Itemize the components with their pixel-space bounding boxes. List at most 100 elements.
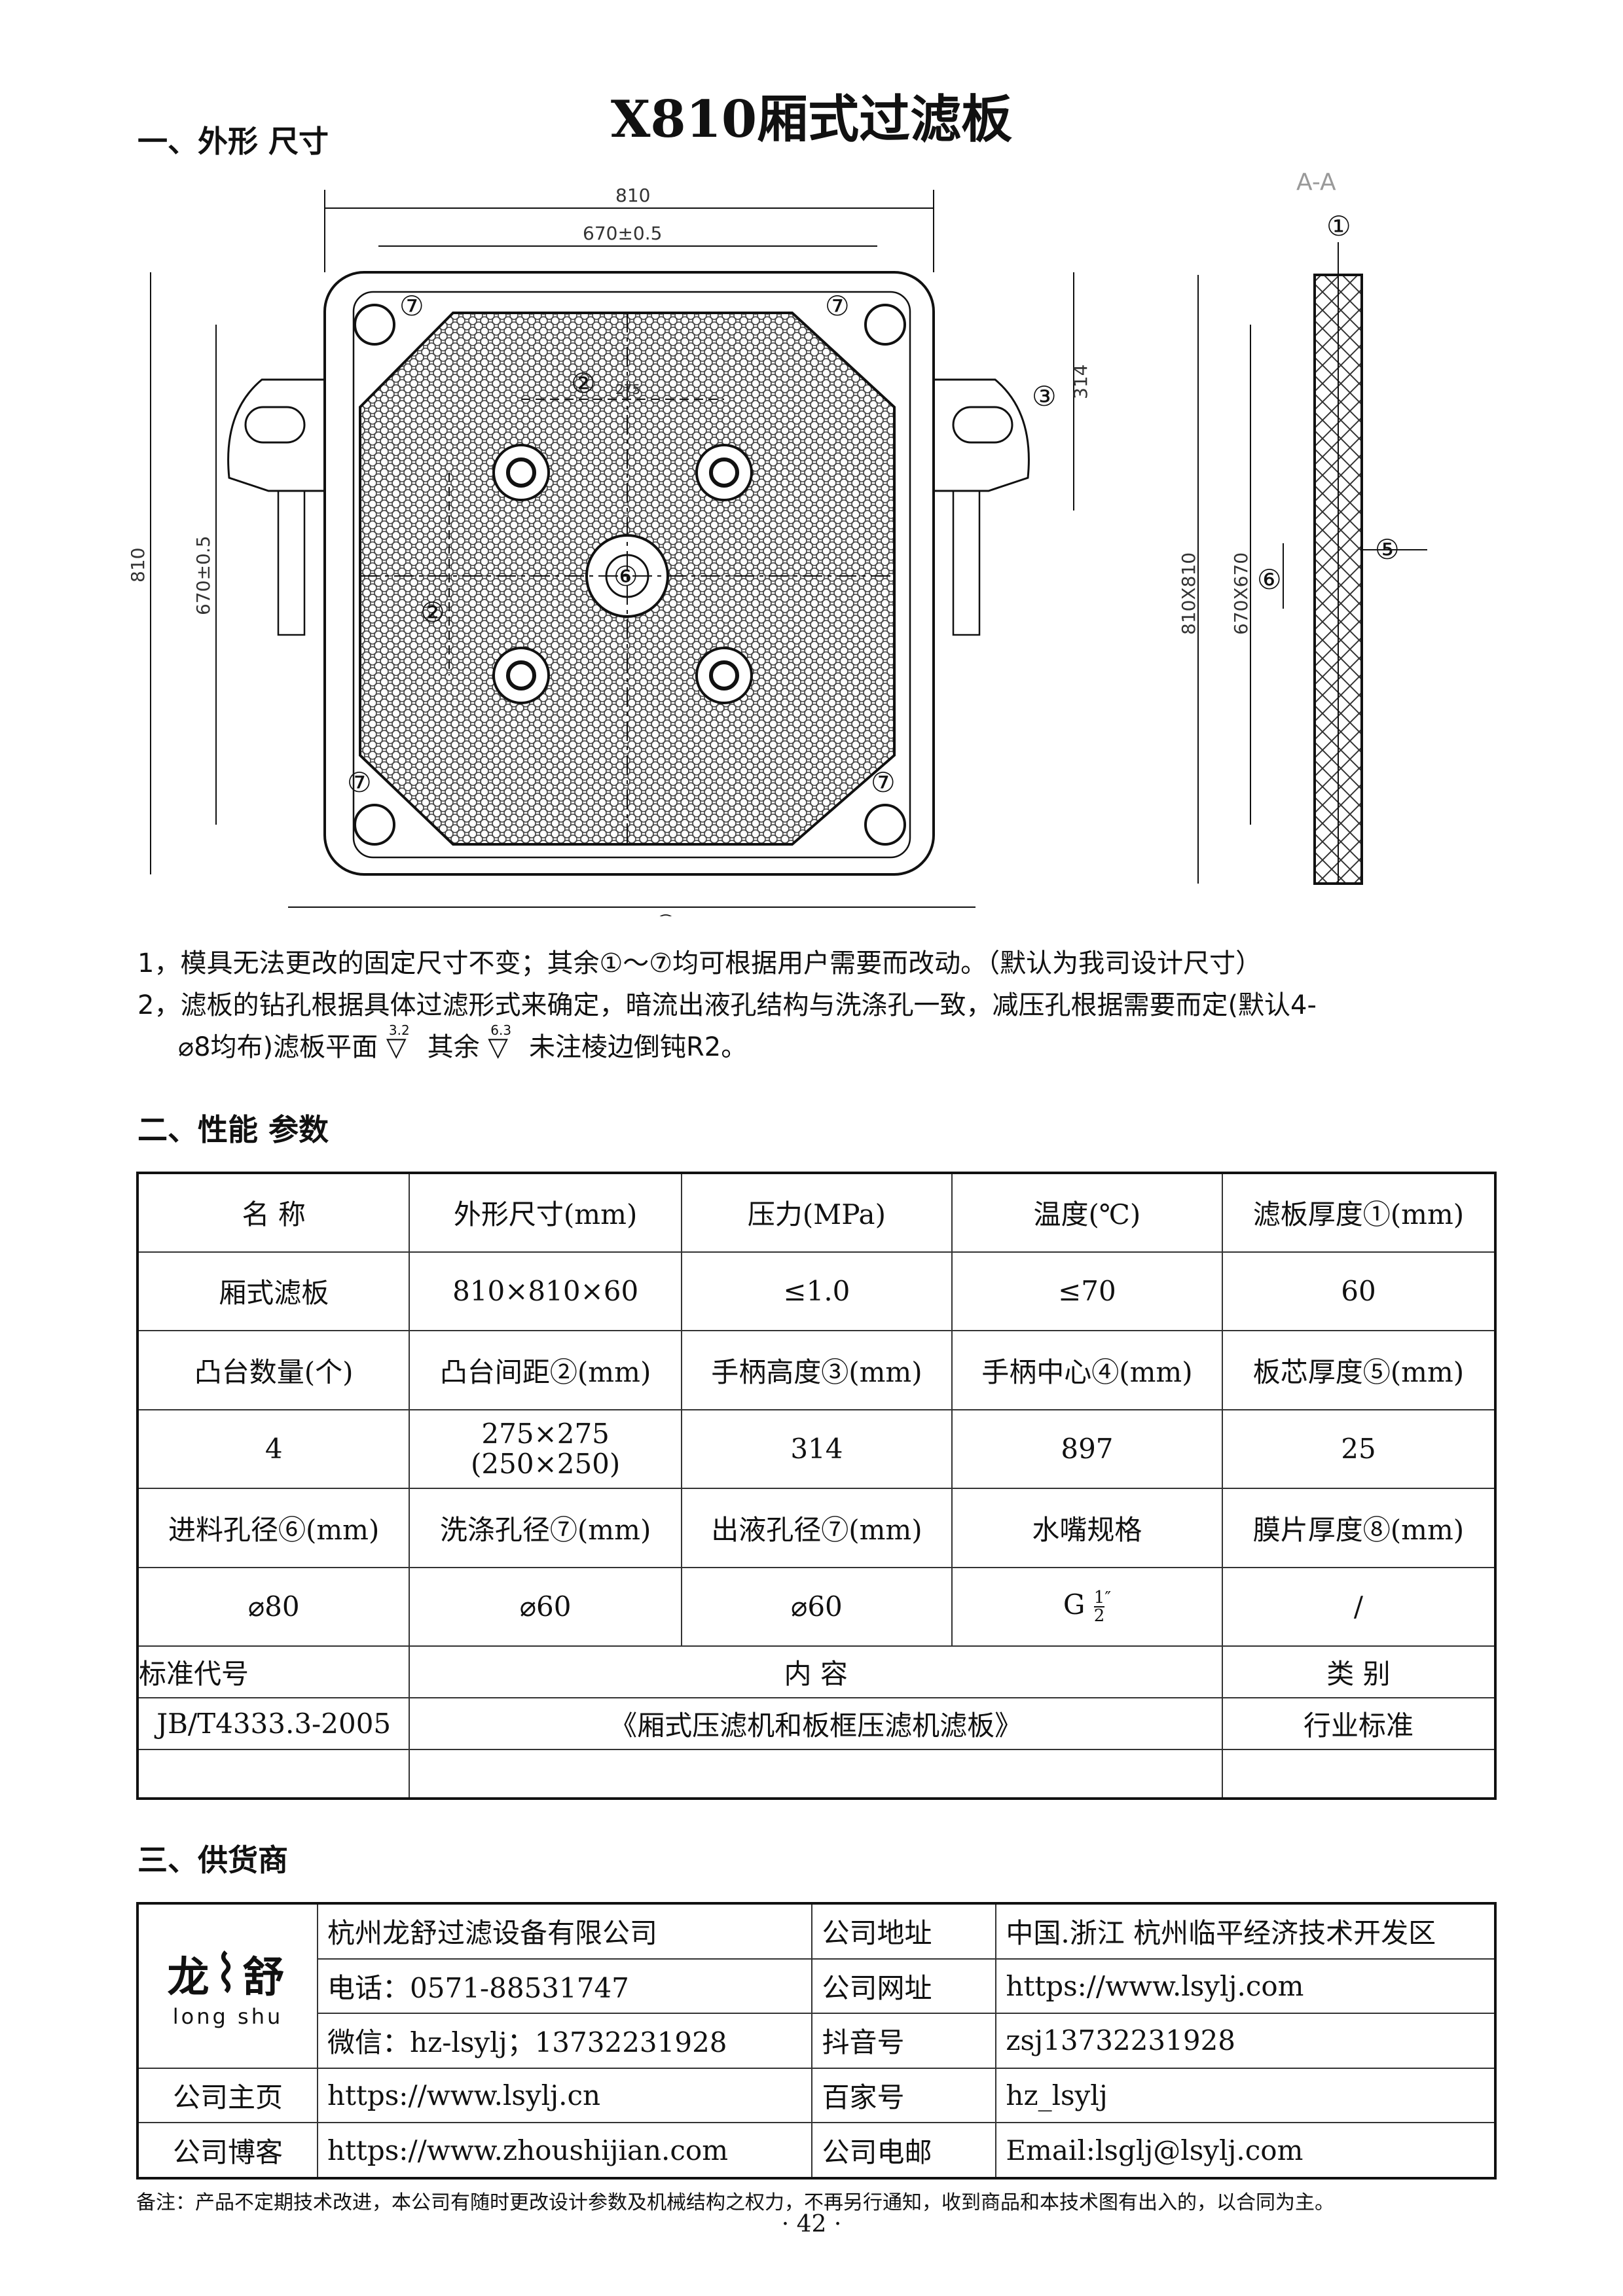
- note-2: 2，滤板的钻孔根据具体过滤形式来确定，暗流出液孔结构与洗涤孔一致，减压孔根据需要…: [137, 990, 1317, 1020]
- table-header-cell: 名 称: [136, 1172, 410, 1253]
- roughness-symbol: 6.3▽: [488, 1022, 512, 1062]
- table-cell: ≤70: [951, 1251, 1223, 1332]
- table-header-cell: 类 别: [1222, 1645, 1495, 1699]
- table-cell: [1222, 1749, 1495, 1799]
- phone-value: 电话：0571-88531747: [317, 1958, 813, 2015]
- table-header-cell: 水嘴规格: [951, 1488, 1223, 1568]
- mark-4: ④: [653, 909, 678, 916]
- table-cell: /: [1221, 1566, 1497, 1647]
- table-row: 厢式滤板 810×810×60 ≤1.0 ≤70 60: [136, 1251, 1497, 1332]
- company-name: 杭州龙舒过滤设备有限公司: [317, 1903, 813, 1960]
- table-header-cell: 外形尺寸(mm): [409, 1172, 682, 1253]
- table-header-cell: 出液孔径⑦(mm): [680, 1488, 953, 1568]
- table-cell: ⌀60: [680, 1566, 953, 1647]
- table-header-cell: 凸台数量(个): [136, 1330, 410, 1410]
- mark-6-side: ⑥: [1257, 564, 1282, 596]
- page-number: · 42 ·: [781, 2211, 842, 2238]
- table-row: ⌀80 ⌀60 ⌀60 G 1 2 ″ /: [136, 1566, 1497, 1647]
- blog-link[interactable]: https://www.zhoushijian.com: [317, 2122, 813, 2179]
- supplier-table: 龙⌇舒 long shu 杭州龙舒过滤设备有限公司 公司地址 中国.浙江 杭州临…: [136, 1902, 1497, 2179]
- dim-810-top: 810: [615, 185, 650, 206]
- website-link[interactable]: https://www.lsylj.com: [995, 1958, 1496, 2015]
- filter-plate-drawing: 810 670±0.5 A-A 810 670±0.5 314 897 810X…: [131, 169, 1427, 916]
- table-row: 4 275×275 (250×250) 314 897 25: [136, 1408, 1497, 1490]
- email-link[interactable]: Email:lsglj@lsylj.com: [995, 2122, 1496, 2179]
- table-row: 龙⌇舒 long shu 杭州龙舒过滤设备有限公司 公司地址 中国.浙江 杭州临…: [136, 1903, 1496, 2069]
- address-label: 公司地址: [811, 1903, 997, 1960]
- company-logo: 龙⌇舒 long shu: [136, 1903, 319, 2069]
- table-header-cell: 温度(℃): [951, 1172, 1223, 1253]
- table-cell: 25: [1221, 1408, 1497, 1490]
- douyin-label: 抖音号: [811, 2013, 997, 2069]
- table-header-cell: 进料孔径⑥(mm): [136, 1488, 410, 1568]
- plate-outline: [323, 271, 935, 876]
- table-cell: 897: [951, 1408, 1223, 1490]
- table-row: 进料孔径⑥(mm) 洗涤孔径⑦(mm) 出液孔径⑦(mm) 水嘴规格 膜片厚度⑧…: [136, 1488, 1497, 1568]
- table-header-cell: 手柄高度③(mm): [680, 1330, 953, 1410]
- table-row: 标准代号 内 容 类 别: [137, 1645, 1495, 1699]
- table-row: 凸台数量(个) 凸台间距②(mm) 手柄高度③(mm) 手柄中心④(mm) 板芯…: [136, 1330, 1497, 1410]
- table-cell: [409, 1749, 1223, 1799]
- table-header-cell: 压力(MPa): [680, 1172, 953, 1253]
- section-heading-dimensions: 一、外形 尺寸: [137, 124, 329, 159]
- mark-3: ③: [1032, 380, 1057, 412]
- table-header-cell: 标准代号: [137, 1645, 410, 1699]
- mark-7-br: ⑦: [871, 766, 896, 798]
- footer-note: 备注：产品不定期技术改进，本公司有随时更改设计参数及机械结构之权力，不再另行通知…: [136, 2191, 1334, 2214]
- note-2-cont: ⌀8均布)滤板平面 3.2▽ 其余 6.3▽ 未注棱边倒钝R2。: [178, 1022, 748, 1068]
- table-header-cell: 内 容: [409, 1645, 1223, 1699]
- baijia-value: hz_lsylj: [995, 2067, 1496, 2124]
- wechat-value: 微信：hz-lsylj；13732231928: [317, 2013, 813, 2069]
- address-value: 中国.浙江 杭州临平经济技术开发区: [995, 1903, 1496, 1960]
- table-row: 名 称 外形尺寸(mm) 压力(MPa) 温度(℃) 滤板厚度①(mm): [136, 1172, 1497, 1253]
- dim-810-left: 810: [131, 548, 149, 583]
- note-2c: 其余: [427, 1032, 480, 1062]
- boss-spacing-alt: (250×250): [470, 1447, 621, 1480]
- blog-label: 公司博客: [136, 2122, 319, 2179]
- mark-6: ⑥: [613, 560, 638, 592]
- mark-1: ①: [1326, 210, 1351, 242]
- dim-670-top: 670±0.5: [583, 223, 662, 244]
- fraction: 1 2: [1093, 1588, 1105, 1626]
- table-header-cell: 洗涤孔径⑦(mm): [409, 1488, 682, 1568]
- table-row: [137, 1749, 1495, 1799]
- note-1: 1，模具无法更改的固定尺寸不变；其余①～⑦均可根据用户需要而改动。（默认为我司设…: [137, 948, 1262, 978]
- baijia-label: 百家号: [811, 2067, 997, 2124]
- page-title: X810厢式过滤板: [610, 90, 1013, 149]
- table-header-cell: 板芯厚度⑤(mm): [1221, 1330, 1497, 1410]
- mark-7-tr: ⑦: [825, 290, 850, 322]
- table-cell: ≤1.0: [680, 1251, 953, 1332]
- table-cell: 《厢式压滤机和板框压滤机滤板》: [409, 1697, 1223, 1751]
- table-cell: 行业标准: [1222, 1697, 1495, 1751]
- mark-7-bl: ⑦: [347, 766, 372, 798]
- mark-2-top: ②: [571, 367, 596, 399]
- table-row: 微信：hz-lsylj；13732231928 抖音号 zsj137322319…: [137, 2013, 1496, 2069]
- table-row: 公司主页 https://www.lsylj.cn 百家号 hz_lsylj: [136, 2067, 1496, 2124]
- section-heading-supplier: 三、供货商: [137, 1842, 288, 1878]
- dim-670x670: 670X670: [1230, 552, 1252, 635]
- table-cell: 厢式滤板: [136, 1251, 410, 1332]
- table-cell: ⌀60: [409, 1566, 682, 1647]
- section-label: A-A: [1296, 169, 1336, 196]
- table-header-cell: 手柄中心④(mm): [951, 1330, 1223, 1410]
- table-row: 电话：0571-88531747 公司网址 https://www.lsylj.…: [137, 1958, 1496, 2015]
- mark-2-left: ②: [420, 596, 445, 628]
- dim-810x810: 810X810: [1178, 552, 1199, 635]
- table-header-cell: 滤板厚度①(mm): [1221, 1172, 1497, 1253]
- table-cell: [137, 1749, 410, 1799]
- table-header-cell: 凸台间距②(mm): [409, 1330, 682, 1410]
- nozzle-spec: G: [1063, 1588, 1085, 1621]
- dim-670-left: 670±0.5: [192, 536, 214, 615]
- note-2b: ⌀8均布)滤板平面: [178, 1032, 378, 1062]
- table-cell: 810×810×60: [409, 1251, 682, 1332]
- table-row: JB/T4333.3-2005 《厢式压滤机和板框压滤机滤板》 行业标准: [137, 1697, 1495, 1751]
- table-cell: 60: [1221, 1251, 1497, 1332]
- table-header-cell: 膜片厚度⑧(mm): [1221, 1488, 1497, 1568]
- mark-5: ⑤: [1375, 533, 1400, 565]
- dim-314: 314: [1070, 365, 1091, 399]
- table-cell: ⌀80: [136, 1566, 410, 1647]
- table-cell: 4: [136, 1408, 410, 1490]
- note-2d: 未注棱边倒钝R2。: [529, 1032, 748, 1062]
- boss-spacing-value: 275×275: [481, 1417, 610, 1450]
- homepage-link[interactable]: https://www.lsylj.cn: [317, 2067, 813, 2124]
